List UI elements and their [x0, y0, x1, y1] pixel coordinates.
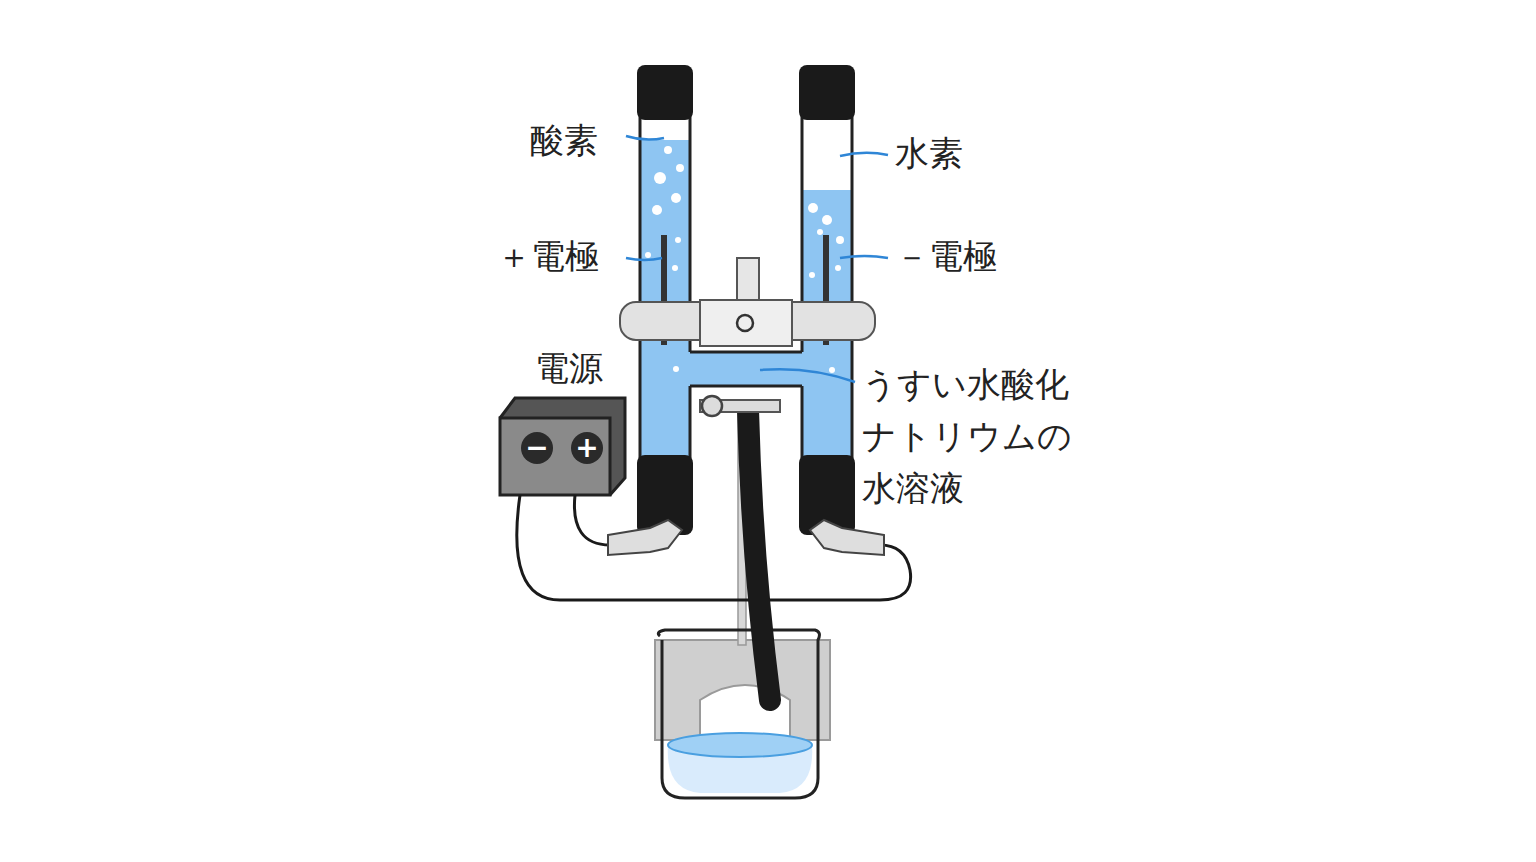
gas-label: 水素 — [895, 133, 963, 174]
terminal-sign: + — [572, 433, 602, 463]
terminal-sign: − — [522, 433, 552, 463]
electrode-label: ＋電極 — [497, 236, 599, 277]
power-label: 電源 — [535, 348, 603, 389]
electrode-label: －電極 — [895, 236, 997, 277]
solution-label: うすい水酸化 ナトリウムの 水溶液 — [862, 358, 1082, 514]
gas-label: 酸素 — [530, 120, 598, 161]
